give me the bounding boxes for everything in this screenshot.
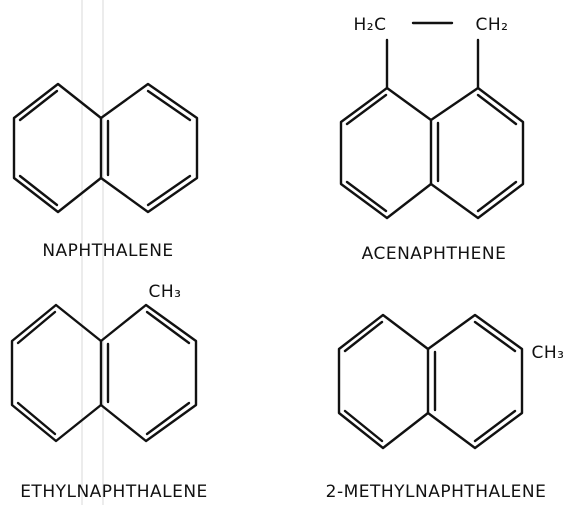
acenaphthene-label: ACENAPHTHENE <box>362 244 507 264</box>
methylnaphthalene-bonds <box>337 313 524 450</box>
acenaphthene-bridge-left-label: H₂C <box>354 15 387 35</box>
methylnaphthalene-structure: CH₃ 2-METHYLNAPHTHALENE <box>326 313 565 502</box>
ethylnaphthalene-label: ETHYLNAPHTHALENE <box>20 482 208 502</box>
ethylnaphthalene-structure: CH₃ ETHYLNAPHTHALENE <box>10 282 208 502</box>
naphthalene-structure: NAPHTHALENE <box>12 82 199 261</box>
naphthalene-label: NAPHTHALENE <box>42 241 173 261</box>
methylnaphthalene-methyl-label: CH₃ <box>532 343 565 363</box>
ethylnaphthalene-bonds <box>10 303 198 443</box>
naphthalene-bonds <box>12 82 199 214</box>
ethylnaphthalene-methyl-label: CH₃ <box>149 282 182 302</box>
acenaphthene-structure: H₂C CH₂ ACENAPHTHENE <box>339 15 525 264</box>
acenaphthene-bonds <box>339 21 525 220</box>
methylnaphthalene-label: 2-METHYLNAPHTHALENE <box>326 482 547 502</box>
acenaphthene-bridge-right-label: CH₂ <box>476 15 509 35</box>
